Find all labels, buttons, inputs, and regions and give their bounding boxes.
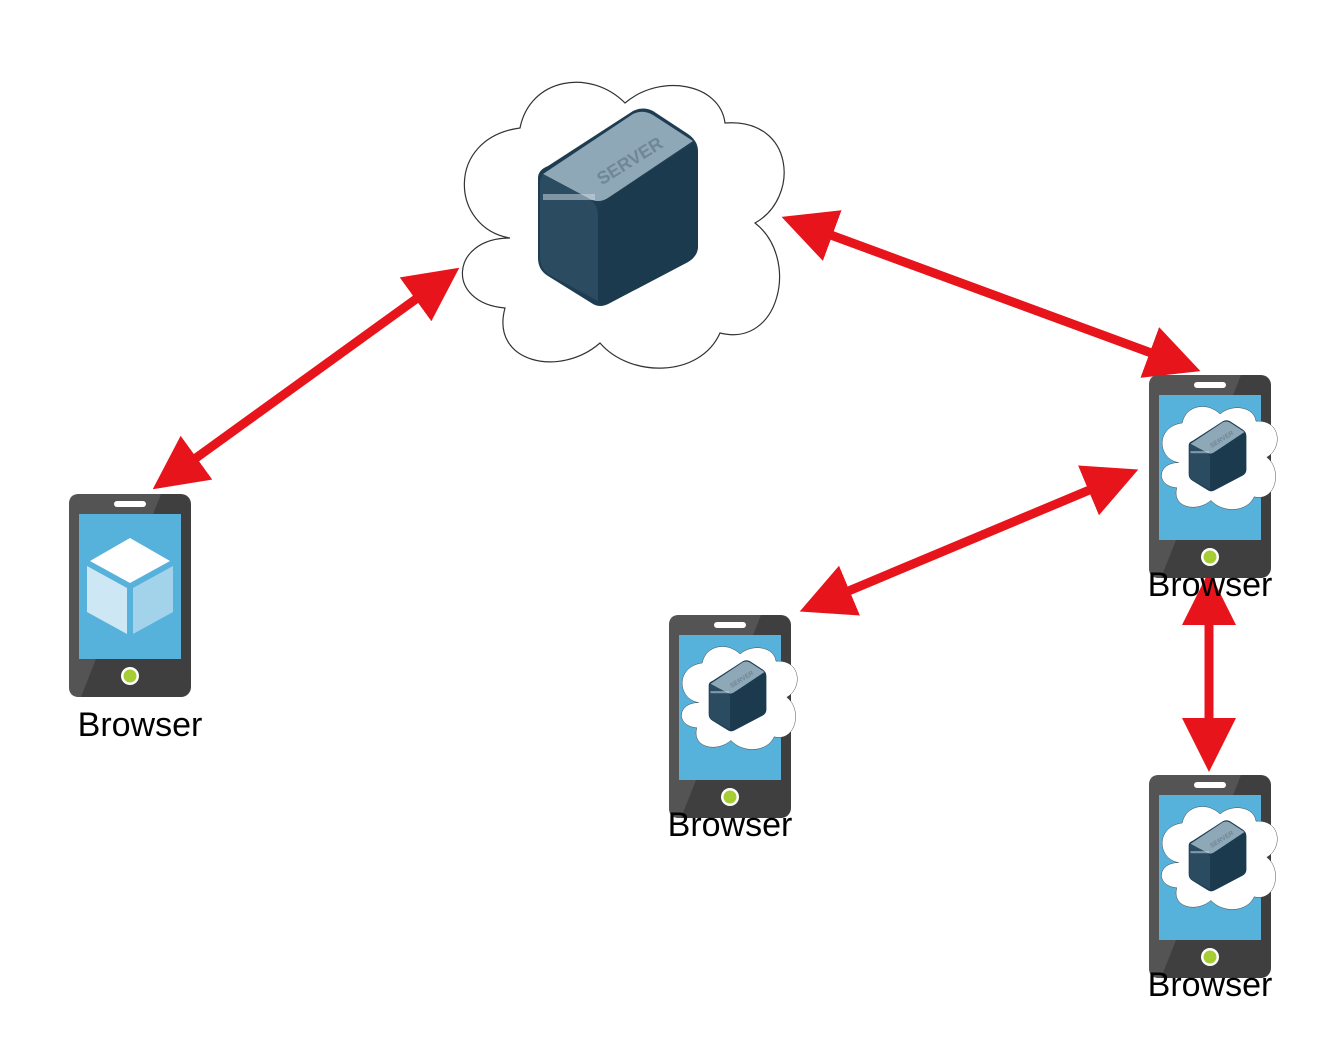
browser-device-1[interactable] [69, 494, 191, 697]
speaker-icon [114, 501, 146, 507]
browser-label-3: Browser [667, 806, 793, 844]
browser-device-4[interactable] [1149, 775, 1278, 978]
browser-label-4: Browser [1147, 966, 1273, 1004]
edge-server-browser-2[interactable] [781, 210, 1201, 378]
home-button-icon [123, 669, 137, 683]
speaker-icon [1194, 782, 1226, 788]
home-button-icon [723, 790, 737, 804]
browser-label-1: Browser [77, 706, 203, 744]
browser-label-2: Browser [1147, 566, 1273, 604]
cloud-server-node[interactable] [461, 81, 785, 369]
edge-browser-2-browser-3[interactable] [799, 465, 1139, 616]
home-button-icon [1203, 550, 1217, 564]
cube-icon [87, 538, 173, 634]
browser-device-2[interactable] [1149, 375, 1278, 578]
speaker-icon [1194, 382, 1226, 388]
home-button-icon [1203, 950, 1217, 964]
browser-device-3[interactable] [669, 615, 798, 818]
speaker-icon [714, 622, 746, 628]
edges [152, 210, 1236, 772]
edge-server-browser-1[interactable] [152, 267, 460, 490]
